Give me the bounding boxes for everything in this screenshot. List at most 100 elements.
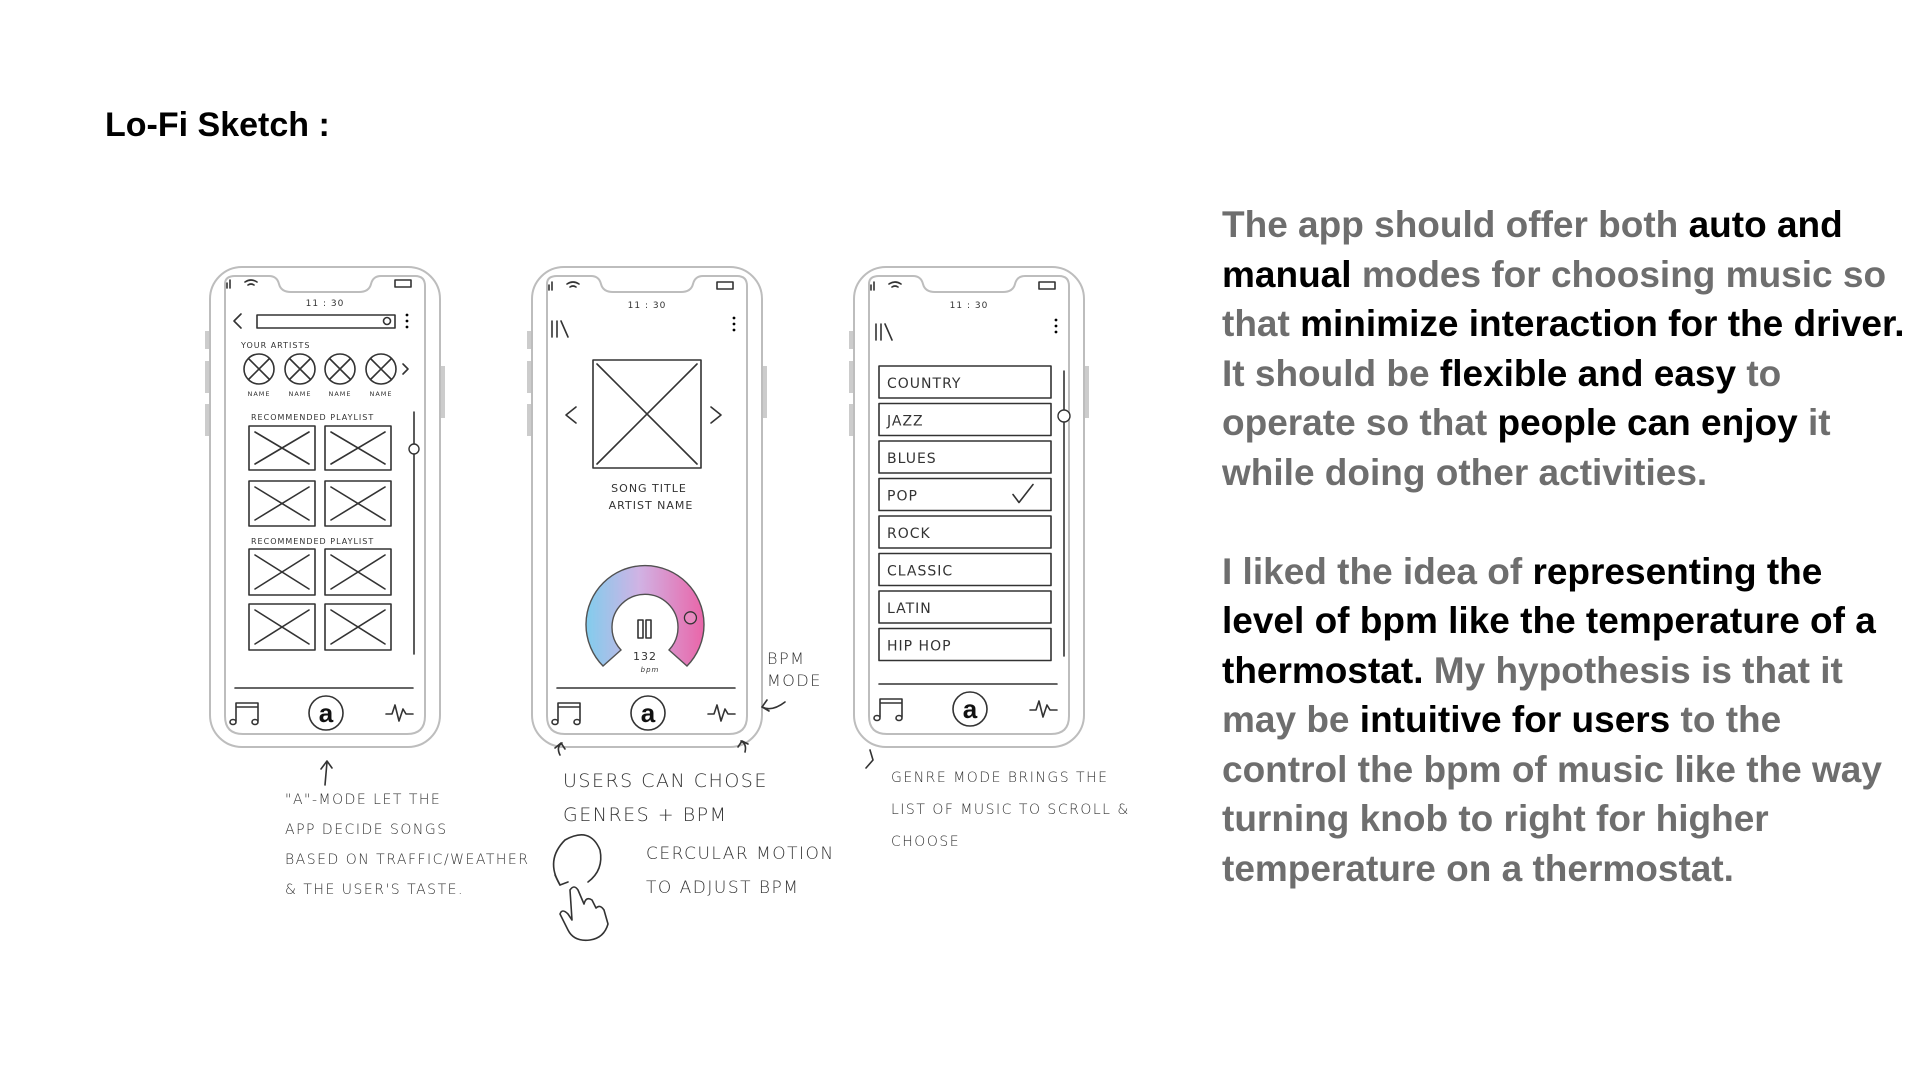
library-icon[interactable] <box>875 323 893 341</box>
music-note-icon[interactable] <box>229 702 259 726</box>
artist-name: ARTIST NAME <box>609 499 694 512</box>
genre-label: CLASSIC <box>887 564 953 580</box>
genre-item[interactable]: POP <box>878 477 1052 512</box>
chevron-right-icon <box>402 363 409 375</box>
phone-frame <box>205 266 445 748</box>
artist-name: NAME <box>288 390 311 398</box>
bpm-value: 132 <box>633 650 657 663</box>
bpm-pulse-icon[interactable] <box>707 704 736 722</box>
note-line: USERS CAN CHOSE <box>563 770 768 792</box>
auto-mode-button[interactable]: a <box>308 695 344 731</box>
bpm-dial-knob[interactable] <box>683 611 698 625</box>
battery-icon <box>716 281 734 290</box>
search-input[interactable] <box>256 314 396 329</box>
signal-icon <box>870 281 875 291</box>
playlist-thumbnail[interactable] <box>248 548 316 596</box>
note-line: BPM <box>767 649 806 668</box>
wifi-icon <box>244 279 258 286</box>
playlist-thumbnail[interactable] <box>324 480 392 527</box>
scroll-thumb[interactable] <box>1057 409 1071 423</box>
music-note-icon[interactable] <box>873 698 903 722</box>
note-circular-motion: CERCULAR MOTION TO ADJUST BPM <box>646 837 835 905</box>
phone-frame <box>527 266 767 748</box>
previous-track-icon[interactable] <box>565 406 577 424</box>
genre-item[interactable]: HIP HOP <box>878 627 1052 662</box>
next-track-icon[interactable] <box>710 406 722 424</box>
artist-avatar <box>243 353 275 385</box>
back-arrow-icon[interactable] <box>233 313 242 329</box>
more-options-icon[interactable] <box>405 313 409 329</box>
wifi-icon <box>888 281 902 288</box>
music-note-icon[interactable] <box>551 702 581 726</box>
status-bar: 11 : 30 <box>226 279 412 309</box>
playlist-thumbnail[interactable] <box>324 603 392 651</box>
battery-icon <box>1038 281 1056 290</box>
genre-item[interactable]: COUNTRY <box>878 365 1052 399</box>
auto-mode-button[interactable]: a <box>952 691 988 727</box>
description-paragraph-2: I liked the idea of representing the lev… <box>1222 547 1912 894</box>
note-auto-mode: "a"-MODE LET THE APP DECIDE SONGS BASED … <box>285 785 530 905</box>
section-heading: RECOMMENDED PLAYLIST <box>251 537 374 546</box>
playlist-thumbnail[interactable] <box>248 425 316 471</box>
more-options-icon[interactable] <box>1054 318 1058 334</box>
genre-label: POP <box>887 489 918 505</box>
your-artists-label: YOUR ARTISTS <box>240 341 310 350</box>
pause-icon[interactable] <box>637 619 652 639</box>
playlist-thumbnail[interactable] <box>248 603 316 651</box>
emphasis-text: intuitive for users <box>1359 699 1671 740</box>
phone-sketch-artists: 11 : 30 YOUR ARTISTS NAME NAME NAME NAME… <box>205 266 445 748</box>
genre-item[interactable]: JAZZ <box>878 402 1052 437</box>
genre-item[interactable]: LATIN <box>878 590 1052 624</box>
note-line: APP DECIDE SONGS <box>285 822 448 838</box>
scroll-thumb[interactable] <box>408 443 420 455</box>
auto-mode-button[interactable]: a <box>630 695 666 731</box>
playlist-thumbnail[interactable] <box>248 480 316 527</box>
note-line: BASED ON TRAFFIC/WEATHER <box>285 852 530 868</box>
bpm-pulse-icon[interactable] <box>385 704 414 722</box>
artist-avatar <box>324 353 356 385</box>
library-icon[interactable] <box>551 320 569 338</box>
search-icon <box>382 316 392 326</box>
circular-gesture-icon <box>552 834 609 942</box>
playlist-thumbnail[interactable] <box>324 548 392 596</box>
genre-item[interactable]: ROCK <box>878 515 1052 549</box>
phone-frame <box>849 266 1089 748</box>
playlist-thumbnail[interactable] <box>324 425 392 471</box>
check-icon <box>1012 483 1034 504</box>
body-text: it while doing other activities. <box>1222 402 1831 493</box>
body-text: I liked the idea of <box>1222 550 1533 592</box>
genre-label: HIP HOP <box>887 639 952 655</box>
genre-label: BLUES <box>887 451 937 467</box>
bpm-dial[interactable] <box>585 564 705 667</box>
page-title: Lo-Fi Sketch : <box>105 106 330 144</box>
note-line: GENRE MODE BRINGS THE <box>891 770 1109 786</box>
svg-text:a: a <box>319 698 334 728</box>
genre-label: JAZZ <box>886 414 924 430</box>
emphasis-text: minimize interaction for the driver. <box>1300 303 1905 344</box>
artist-name: NAME <box>247 390 270 398</box>
section-heading: RECOMMENDED PLAYLIST <box>251 413 374 422</box>
playlist-grid[interactable] <box>248 425 392 651</box>
artist-avatar <box>365 353 397 385</box>
note-line: MODE <box>767 671 822 690</box>
body-text: to the control the bpm of music like the… <box>1222 699 1882 889</box>
genre-item[interactable]: CLASSIC <box>878 552 1052 587</box>
note-genre-mode: GENRE MODE BRINGS THE LIST OF MUSIC TO S… <box>891 762 1130 858</box>
phone-sketch-player: 11 : 30 SONG TITLE ARTIST NAME 132 bpm a <box>527 266 767 748</box>
arrow-icon <box>320 760 333 786</box>
emphasis-text: representing the level of bpm like the t… <box>1222 550 1876 691</box>
arrow-icon <box>761 699 786 712</box>
emphasis-text: auto and manual <box>1222 204 1843 295</box>
genre-label: LATIN <box>887 601 932 617</box>
wifi-icon <box>566 281 580 288</box>
body-text: to operate so that <box>1222 352 1782 444</box>
more-options-icon[interactable] <box>732 316 736 332</box>
genre-list[interactable]: COUNTRY JAZZ BLUES POP ROCK CLASSIC LATIN HIP H… <box>878 365 1052 662</box>
description: The app should offer both auto and manua… <box>1222 200 1912 943</box>
album-art-placeholder <box>592 359 702 469</box>
genre-item[interactable]: BLUES <box>878 440 1052 474</box>
bpm-pulse-icon[interactable] <box>1029 700 1058 718</box>
artist-row[interactable] <box>243 353 409 385</box>
emphasis-text: flexible and easy <box>1439 352 1737 394</box>
